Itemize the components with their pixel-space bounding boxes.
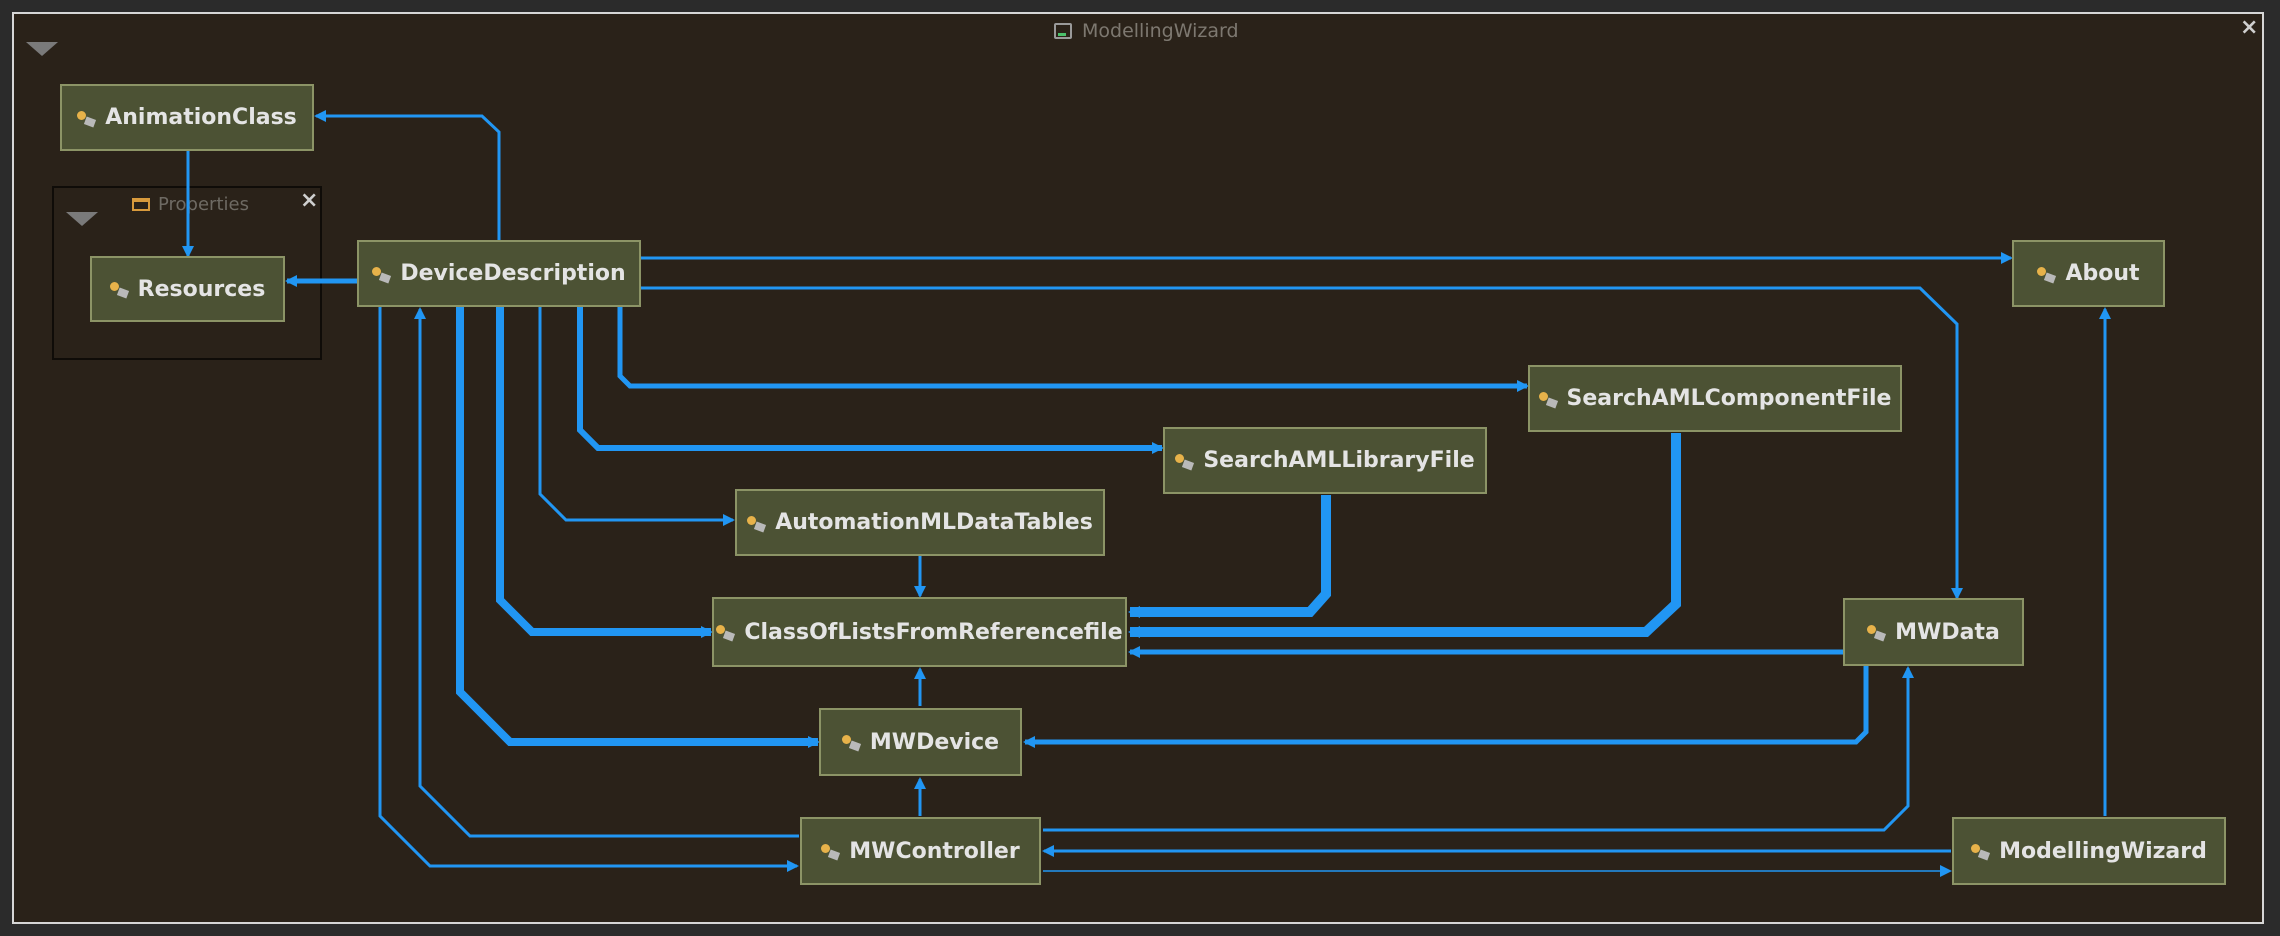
node-label: Resources xyxy=(137,276,266,302)
edge-mwcontroller-devicedescription xyxy=(414,307,799,838)
properties-title: Properties xyxy=(132,194,249,215)
edge-devicedescription-automationmldatatables xyxy=(538,307,735,526)
node-label: AnimationClass xyxy=(105,105,297,130)
diagram-window xyxy=(12,12,2264,924)
edge-devicedescription-animationclass xyxy=(314,110,501,240)
class-diagram-icon xyxy=(1054,23,1072,39)
window-title-text: ModellingWizard xyxy=(1082,20,1239,42)
node-automationmldatatables[interactable]: AutomationMLDataTables xyxy=(735,489,1105,556)
node-label: SearchAMLLibraryFile xyxy=(1203,448,1475,473)
edge-devicedescription-mwcontroller xyxy=(378,307,799,872)
properties-title-text: Properties xyxy=(158,194,249,215)
folder-icon xyxy=(132,198,150,211)
node-modellingwizard[interactable]: ModellingWizard xyxy=(1952,817,2226,885)
class-icon xyxy=(372,266,390,282)
node-label: DeviceDescription xyxy=(400,261,626,286)
node-classoflistsfromreferencefile[interactable]: ClassOfListsFromReferencefile xyxy=(712,597,1127,667)
node-label: MWController xyxy=(849,838,1020,864)
properties-collapse-toggle[interactable] xyxy=(66,212,98,226)
edge-devicedescription-mwdevice xyxy=(456,307,820,748)
class-icon xyxy=(1538,391,1557,407)
node-about[interactable]: About xyxy=(2012,240,2165,307)
edge-searchamllibraryfile-classoflistsfromreferencefile xyxy=(1128,495,1331,618)
edge-devicedescription-mwdata xyxy=(641,286,1963,600)
edge-devicedescription-searchamlcomponentfile xyxy=(617,307,1529,392)
class-icon xyxy=(2037,266,2055,282)
edge-mwdata-mwdevice xyxy=(1023,666,1869,748)
node-animationclass[interactable]: AnimationClass xyxy=(60,84,314,151)
class-icon xyxy=(1867,624,1885,640)
edge-devicedescription-searchamllibraryfile xyxy=(577,307,1164,454)
node-label: ClassOfListsFromReferencefile xyxy=(744,619,1123,645)
node-mwdevice[interactable]: MWDevice xyxy=(819,708,1022,776)
close-properties-button[interactable]: × xyxy=(300,188,319,213)
node-label: AutomationMLDataTables xyxy=(775,510,1093,535)
node-searchamllibraryfile[interactable]: SearchAMLLibraryFile xyxy=(1163,427,1487,494)
node-searchamlcomponentfile[interactable]: SearchAMLComponentFile xyxy=(1528,365,1902,432)
edge-mwcontroller-mwdata xyxy=(1043,666,1914,832)
node-label: About xyxy=(2065,261,2140,286)
edge-devicedescription-classoflistsfromreferencefile xyxy=(496,307,713,638)
class-icon xyxy=(821,843,839,859)
node-label: ModellingWizard xyxy=(1999,838,2207,864)
class-icon xyxy=(1175,453,1193,469)
class-icon xyxy=(747,515,765,531)
node-mwdata[interactable]: MWData xyxy=(1843,598,2024,666)
class-icon xyxy=(1971,843,1989,859)
class-icon xyxy=(841,734,860,750)
node-label: SearchAMLComponentFile xyxy=(1566,386,1892,411)
collapse-toggle[interactable] xyxy=(26,42,58,56)
node-devicedescription[interactable]: DeviceDescription xyxy=(357,240,641,307)
edge-searchamlcomponentfile-classoflistsfromreferencefile xyxy=(1128,433,1681,638)
node-label: MWData xyxy=(1895,619,2000,645)
node-resources[interactable]: Resources xyxy=(90,256,285,322)
class-icon xyxy=(77,110,95,126)
window-title: ModellingWizard xyxy=(1054,20,1239,42)
node-label: MWDevice xyxy=(869,729,1000,755)
class-icon xyxy=(716,624,734,640)
close-window-button[interactable]: × xyxy=(2240,15,2259,40)
node-mwcontroller[interactable]: MWController xyxy=(800,817,1041,885)
class-icon xyxy=(109,281,128,297)
